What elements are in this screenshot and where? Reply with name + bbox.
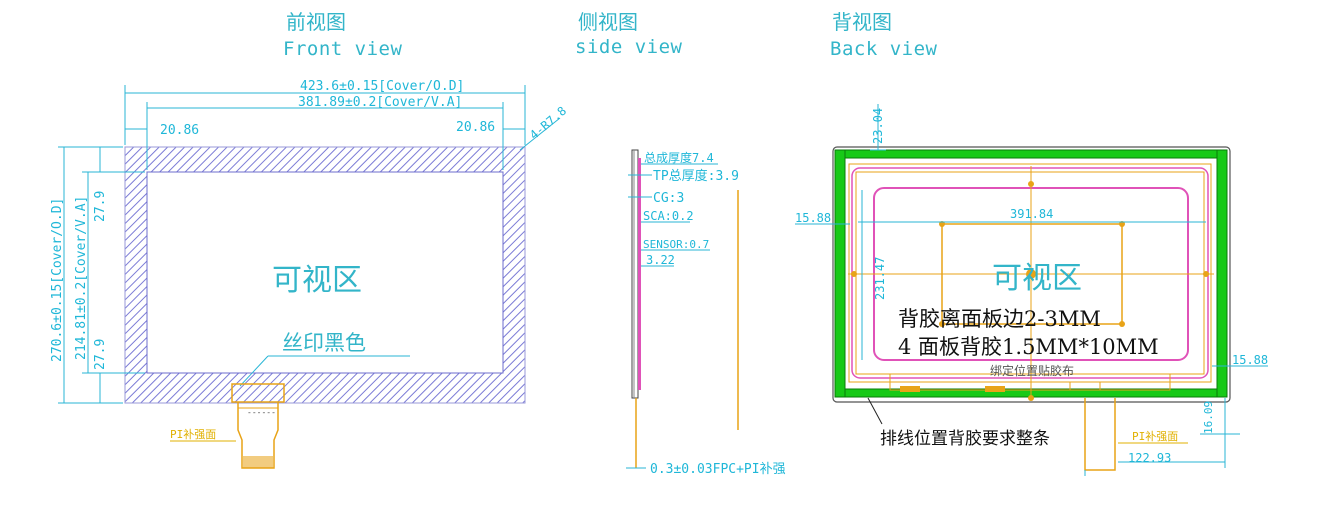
side-cg: CG:3 xyxy=(653,191,684,206)
front-visible-area xyxy=(146,171,504,374)
side-sensor: SENSOR:0.7 xyxy=(643,238,709,251)
front-fpc-connector xyxy=(231,383,285,403)
front-left-margin: 20.86 xyxy=(160,123,199,138)
side-tp-thickness: TP总厚度:3.9 xyxy=(653,168,739,184)
front-corner-radius: 4-R7.8 xyxy=(527,104,569,143)
side-view: 总成厚度7.4 TP总厚度:3.9 CG:3 SCA:0.2 SENSOR:0.… xyxy=(626,149,786,477)
back-height-dim: 231.47 xyxy=(873,257,887,300)
front-fpc-code: ------ xyxy=(247,408,276,417)
front-va-height: 214.81±0.2[Cover/V.A] xyxy=(74,196,89,360)
back-view-title-en: Back view xyxy=(830,38,938,60)
side-view-title-en: side view xyxy=(575,36,683,58)
back-view: 绑定位置贴胶布 23.04 15.88 391.84 231.47 15.88 … xyxy=(795,104,1268,476)
side-cover-glass xyxy=(631,149,639,399)
back-fpc-width: 122.93 xyxy=(1128,451,1171,465)
front-visible-area-label: 可视区 xyxy=(272,263,362,298)
front-outer-width: 423.6±0.15[Cover/O.D] xyxy=(300,79,464,94)
back-fpc-note: 排线位置背胶要求整条 xyxy=(880,429,1050,449)
back-width-dim: 391.84 xyxy=(1010,207,1053,221)
back-adhesive-top xyxy=(844,149,1218,159)
front-va-width: 381.89±0.2[Cover/V.A] xyxy=(298,95,462,110)
front-view-title-cn: 前视图 xyxy=(286,10,346,34)
side-sensor-layer xyxy=(638,158,641,390)
back-bind-note: 绑定位置贴胶布 xyxy=(990,363,1074,378)
back-pi-label: PI补强面 xyxy=(1132,430,1178,443)
side-sca: SCA:0.2 xyxy=(643,209,694,223)
front-outer-height: 270.6±0.15[Cover/O.D] xyxy=(50,198,65,362)
front-right-margin: 20.86 xyxy=(456,120,495,135)
back-left-dim: 15.88 xyxy=(795,211,831,225)
side-total-thickness: 总成厚度7.4 xyxy=(644,150,714,165)
back-visible-area-label: 可视区 xyxy=(992,261,1082,296)
front-view-title-en: Front view xyxy=(283,38,403,60)
back-note-1: 背胶离面板边2-3MM xyxy=(898,307,1101,331)
back-fpc-length: 16.09 xyxy=(1202,401,1215,434)
back-view-title-cn: 背视图 xyxy=(832,10,892,34)
front-view: 423.6±0.15[Cover/O.D] 381.89±0.2[Cover/V… xyxy=(50,79,569,469)
back-adhesive-right xyxy=(1216,149,1228,398)
front-pi-label: PI补强面 xyxy=(170,428,216,441)
back-fpc-tail xyxy=(1084,398,1116,471)
side-view-title-cn: 侧视图 xyxy=(578,10,638,34)
front-bottom-margin: 27.9 xyxy=(93,339,108,370)
side-thin-dim: 3.22 xyxy=(646,253,675,267)
front-silkscreen-label: 丝印黑色 xyxy=(282,331,366,355)
front-top-margin: 27.9 xyxy=(93,191,108,222)
back-note-2: 4 面板背胶1.5MM*10MM xyxy=(898,335,1159,359)
back-right-dim: 15.88 xyxy=(1232,353,1268,367)
back-top-dim: 23.04 xyxy=(871,108,885,144)
back-adhesive-left xyxy=(834,149,846,398)
back-outer-frame xyxy=(832,146,1231,403)
side-fpc-thickness: 0.3±0.03FPC+PI补强 xyxy=(650,462,786,477)
